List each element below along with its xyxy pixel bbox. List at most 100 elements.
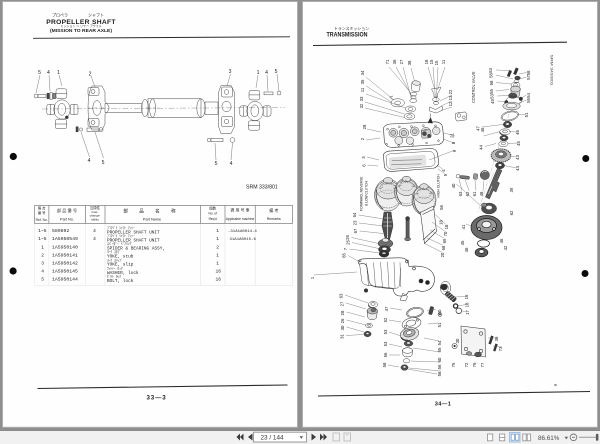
svg-text:27: 27 bbox=[339, 301, 344, 306]
svg-text:11: 11 bbox=[360, 87, 365, 92]
svg-text:44: 44 bbox=[479, 145, 484, 150]
svg-text:75: 75 bbox=[451, 362, 456, 367]
svg-text:16: 16 bbox=[215, 277, 221, 283]
svg-text:3: 3 bbox=[361, 156, 366, 159]
svg-text:13: 13 bbox=[448, 95, 453, 100]
svg-text:32: 32 bbox=[359, 103, 364, 108]
svg-text:change-: change- bbox=[90, 214, 101, 218]
svg-text:39: 39 bbox=[509, 187, 514, 192]
svg-text:11: 11 bbox=[441, 59, 446, 64]
svg-text:シャフト: シャフト bbox=[88, 13, 104, 18]
svg-text:44: 44 bbox=[515, 166, 520, 171]
svg-text:Applicable machine: Applicable machine bbox=[226, 217, 255, 221]
svg-text:(MISSION TO REAR AXLE): (MISSION TO REAR AXLE) bbox=[50, 28, 112, 33]
svg-text:ﾖｰｸ ｽﾘｯﾌﾟ: ﾖｰｸ ｽﾘｯﾌﾟ bbox=[107, 257, 123, 263]
svg-text:20: 20 bbox=[440, 252, 445, 257]
svg-text:53: 53 bbox=[490, 94, 495, 99]
svg-text:1A5950145: 1A5950145 bbox=[52, 269, 78, 275]
svg-text:ミッション ～ リヤー アクスル: ミッション ～ リヤー アクスル bbox=[60, 23, 101, 28]
svg-text:41: 41 bbox=[461, 224, 466, 229]
svg-text:589892: 589892 bbox=[52, 228, 69, 234]
svg-text:45: 45 bbox=[460, 240, 465, 245]
svg-text:Ref. No.: Ref. No. bbox=[36, 218, 48, 222]
svg-text:3: 3 bbox=[41, 261, 44, 267]
svg-text:40: 40 bbox=[451, 183, 456, 188]
svg-text:43: 43 bbox=[515, 155, 520, 160]
svg-text:56: 56 bbox=[383, 352, 388, 357]
svg-text:4: 4 bbox=[88, 158, 91, 164]
svg-text:16: 16 bbox=[464, 294, 469, 299]
svg-text:21: 21 bbox=[450, 133, 455, 138]
svg-text:備 考: 備 考 bbox=[269, 207, 278, 213]
svg-text:51: 51 bbox=[524, 112, 529, 117]
svg-text:HIGH CLUTCH: HIGH CLUTCH bbox=[437, 174, 441, 198]
svg-text:4: 4 bbox=[47, 70, 50, 76]
svg-text:1: 1 bbox=[216, 236, 219, 242]
svg-text:56: 56 bbox=[489, 73, 494, 78]
svg-text:36: 36 bbox=[494, 336, 499, 341]
svg-text:56: 56 bbox=[437, 364, 442, 369]
svg-text:2: 2 bbox=[89, 72, 92, 78]
svg-text:69: 69 bbox=[442, 238, 447, 243]
svg-text:照 合: 照 合 bbox=[38, 206, 46, 211]
svg-text:18: 18 bbox=[424, 59, 429, 64]
svg-text:互換性: 互換性 bbox=[90, 205, 101, 210]
svg-text:15: 15 bbox=[429, 59, 434, 64]
svg-text:8: 8 bbox=[451, 141, 456, 144]
svg-text:SRM 333/801: SRM 333/801 bbox=[246, 185, 278, 191]
svg-text:ﾎﾞﾙﾄ ﾛｯｸ: ﾎﾞﾙﾄ ﾛｯｸ bbox=[107, 274, 121, 280]
svg-text:1A5950141: 1A5950141 bbox=[52, 252, 78, 258]
svg-text:28: 28 bbox=[362, 124, 367, 129]
svg-text:1A5950142: 1A5950142 bbox=[52, 261, 78, 267]
svg-text:-31A1A0014-4: -31A1A0014-4 bbox=[228, 230, 257, 234]
svg-text:ability: ability bbox=[91, 218, 99, 222]
svg-text:62: 62 bbox=[465, 191, 470, 196]
svg-text:63: 63 bbox=[339, 293, 344, 298]
svg-text:BOLT, lock: BOLT, lock bbox=[107, 279, 134, 284]
svg-text:17: 17 bbox=[465, 310, 470, 315]
svg-text:1~5: 1~5 bbox=[38, 236, 47, 242]
svg-text:Part No.: Part No. bbox=[60, 218, 74, 222]
svg-text:22: 22 bbox=[448, 89, 453, 94]
svg-text:26: 26 bbox=[345, 235, 350, 240]
svg-text:ﾌﾟﾛﾍﾟﾗ ｼｬﾌﾄ ｱｯｼｰ: ﾌﾟﾛﾍﾟﾗ ｼｬﾌﾄ ｱｯｼｰ bbox=[107, 233, 135, 239]
svg-text:1: 1 bbox=[257, 70, 260, 76]
svg-text:PROPELLER SHAFT UNIT: PROPELLER SHAFT UNIT bbox=[107, 230, 160, 235]
svg-text:55: 55 bbox=[437, 347, 442, 352]
svg-text:TRANSMISSION: TRANSMISSION bbox=[327, 32, 368, 39]
svg-text:番 号: 番 号 bbox=[38, 210, 46, 215]
svg-text:ﾌﾟﾛﾍﾟﾗ ｼｬﾌﾄ ｱｯｼｰ: ﾌﾟﾛﾍﾟﾗ ｼｬﾌﾄ ｱｯｼｰ bbox=[107, 225, 135, 231]
svg-text:86.61%: 86.61% bbox=[538, 435, 560, 442]
svg-text:4: 4 bbox=[441, 169, 446, 172]
svg-text:5: 5 bbox=[102, 160, 105, 166]
svg-text:53: 53 bbox=[383, 329, 388, 334]
svg-text:部 品 番 号: 部 品 番 号 bbox=[57, 207, 77, 214]
svg-text:31A1A0015-6: 31A1A0015-6 bbox=[230, 238, 257, 242]
svg-text:76: 76 bbox=[472, 362, 477, 367]
svg-text:個数: 個数 bbox=[209, 206, 216, 211]
svg-text:5: 5 bbox=[275, 69, 278, 75]
svg-text:56: 56 bbox=[439, 205, 444, 210]
svg-text:2: 2 bbox=[41, 252, 44, 258]
svg-text:58: 58 bbox=[489, 80, 494, 85]
svg-text:63: 63 bbox=[488, 68, 493, 73]
svg-text:WASHER, lock: WASHER, lock bbox=[107, 271, 139, 276]
svg-text:50: 50 bbox=[437, 309, 442, 314]
svg-text:34—1: 34—1 bbox=[435, 402, 452, 408]
svg-text:4: 4 bbox=[93, 228, 96, 234]
svg-text:トランスミッション: トランスミッション bbox=[334, 26, 369, 31]
svg-text:15: 15 bbox=[434, 60, 439, 65]
svg-text:Remarks: Remarks bbox=[267, 217, 281, 221]
svg-text:1~5: 1~5 bbox=[38, 228, 47, 234]
svg-text:58: 58 bbox=[437, 371, 442, 376]
svg-text:60: 60 bbox=[437, 357, 442, 362]
svg-text:53: 53 bbox=[383, 341, 388, 346]
svg-text:YOKE, slip: YOKE, slip bbox=[107, 263, 134, 268]
svg-text:ﾜｯｼｬｰ ﾛｯｸ: ﾜｯｼｬｰ ﾛｯｸ bbox=[107, 265, 123, 271]
svg-text:26: 26 bbox=[340, 318, 345, 323]
svg-text:25: 25 bbox=[346, 240, 351, 245]
svg-text:70: 70 bbox=[443, 231, 448, 236]
svg-text:1A5950549: 1A5950549 bbox=[52, 236, 78, 242]
svg-text:57: 57 bbox=[526, 75, 531, 80]
svg-text:63: 63 bbox=[458, 191, 463, 196]
